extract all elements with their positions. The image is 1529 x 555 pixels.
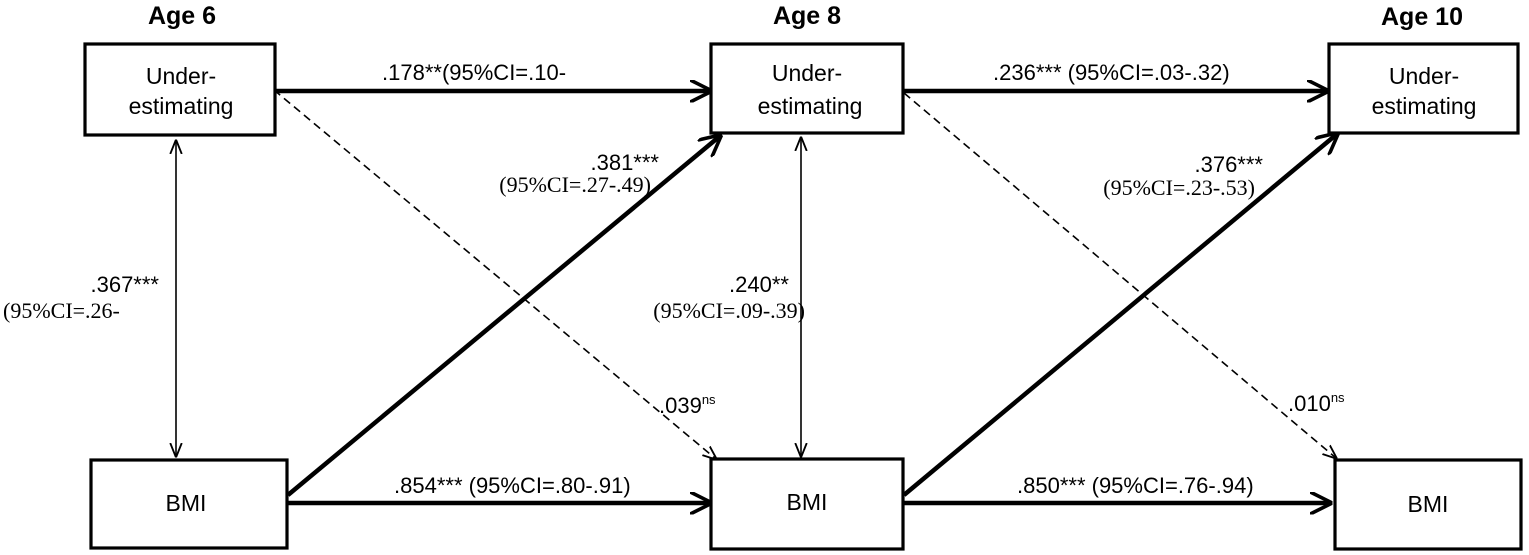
- under-age10-line1: Under-: [1389, 63, 1459, 89]
- under-age6-line1: Under-: [146, 63, 216, 89]
- corr-age8-ci: (95%CI=.09-.39): [653, 298, 805, 323]
- under-age8-line1: Under-: [772, 60, 842, 86]
- bmi-age8-label: BMI: [787, 489, 828, 515]
- coef-under8-under10: .236*** (95%CI=.03-.32): [993, 60, 1230, 85]
- corr-age6-ci: (95%CI=.26-: [3, 298, 120, 323]
- coef-under8-bmi10: .010ns: [1288, 390, 1345, 416]
- under-age8-box: [709, 42, 905, 135]
- arrow-under8-to-bmi10-dashed: [903, 92, 1336, 458]
- coef-bmi8-bmi10: .850*** (95%CI=.76-.94): [1017, 473, 1254, 498]
- bmi-age10-label: BMI: [1408, 491, 1449, 517]
- arrow-under6-to-bmi8-dashed: [273, 89, 716, 459]
- under-age10-line2: estimating: [1372, 93, 1477, 119]
- bmi-age8-box: [709, 457, 905, 551]
- arrow-bmi6-to-under8: [286, 136, 720, 497]
- age-10-heading: Age 10: [1381, 3, 1463, 31]
- under-age10-box: [1327, 42, 1520, 135]
- corr-age6-coef: .367***: [90, 272, 159, 297]
- under-age8-line2: estimating: [758, 93, 863, 119]
- arrow-bmi8-to-under10: [902, 134, 1337, 497]
- under-age6-line2: estimating: [129, 93, 234, 119]
- corr-age8-coef: .240**: [729, 272, 789, 297]
- ci-bmi8-under10: (95%CI=.23-.53): [1103, 175, 1255, 200]
- coef-under6-under8: .178**(95%CI=.10-: [382, 60, 566, 85]
- coef-bmi8-under10: .376***: [1194, 152, 1263, 177]
- coef-bmi6-bmi8: .854*** (95%CI=.80-.91): [394, 473, 631, 498]
- under-age6-box: [83, 42, 277, 137]
- age-8-heading: Age 8: [773, 2, 841, 30]
- bmi-age6-label: BMI: [166, 490, 207, 516]
- coef-bmi6-under8: .381***: [590, 150, 659, 175]
- coef-under6-bmi8: .039ns: [659, 392, 716, 418]
- bmi-age6-box: [89, 458, 289, 550]
- ci-bmi6-under8: (95%CI=.27-.49): [499, 172, 651, 197]
- age-6-heading: Age 6: [148, 2, 216, 30]
- bmi-age10-box: [1333, 458, 1523, 551]
